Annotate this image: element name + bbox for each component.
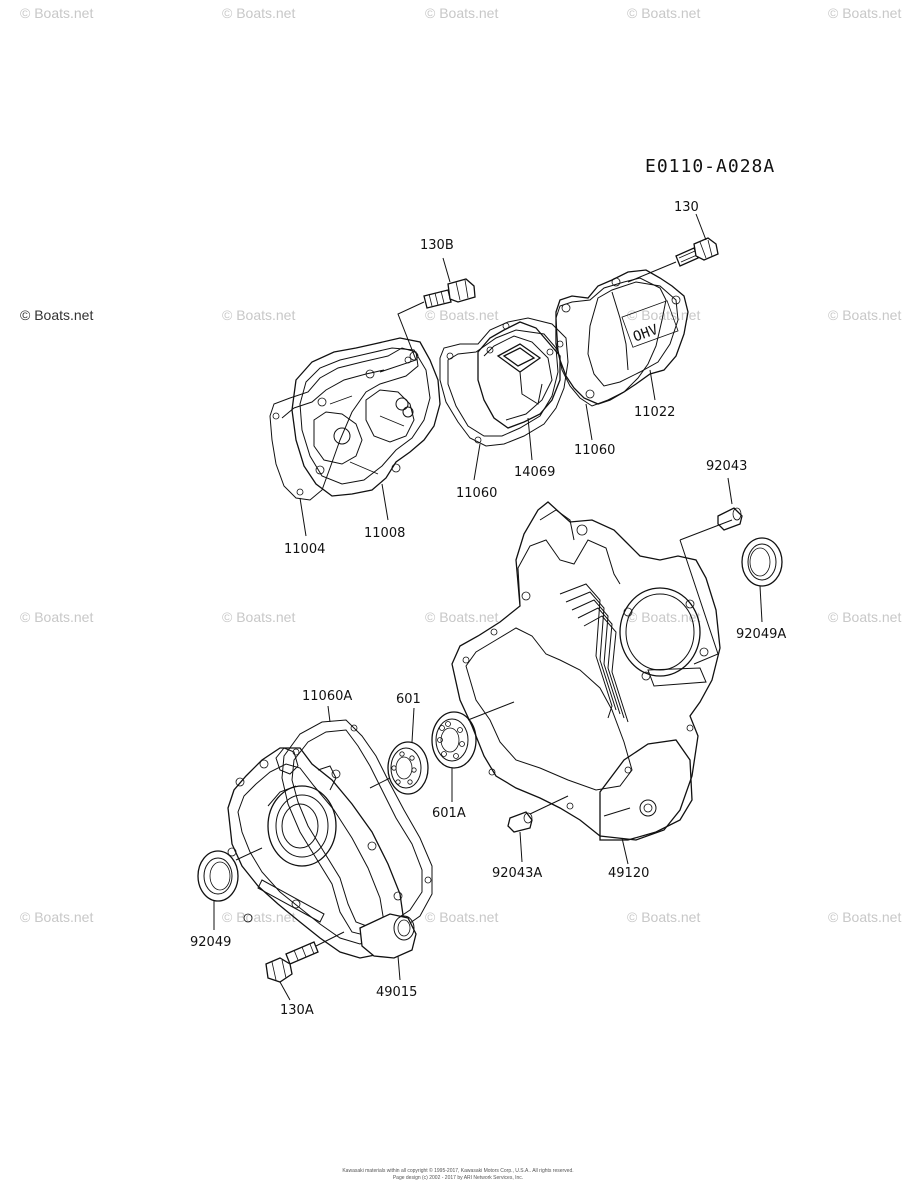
- watermark: © Boats.net: [222, 307, 295, 323]
- part-label-49015: 49015: [376, 985, 417, 1000]
- watermark: © Boats.net: [828, 5, 901, 21]
- part-label-601A: 601A: [432, 806, 466, 821]
- part-label-14069: 14069: [514, 465, 555, 480]
- crankcase-cover-49015[interactable]: [227, 747, 417, 981]
- bolt-130A[interactable]: [265, 931, 345, 1001]
- watermark: © Boats.net: [828, 307, 901, 323]
- watermark: © Boats.net: [222, 5, 295, 21]
- watermark: © Boats.net: [627, 5, 700, 21]
- part-label-130B: 130B: [420, 238, 454, 253]
- watermark: © Boats.net: [222, 909, 295, 925]
- part-label-92043A: 92043A: [492, 866, 542, 881]
- part-label-49120: 49120: [608, 866, 649, 881]
- oil-seal-92049A[interactable]: [741, 537, 783, 623]
- watermark: © Boats.net: [20, 5, 93, 21]
- watermark: © Boats.net: [222, 609, 295, 625]
- watermark: © Boats.net: [20, 909, 93, 925]
- watermark: © Boats.net: [20, 307, 93, 323]
- part-label-92049A: 92049A: [736, 627, 786, 642]
- rocker-cover-11022[interactable]: OHV: [555, 269, 689, 405]
- part-label-92043: 92043: [706, 459, 747, 474]
- dowel-pin-92043A[interactable]: [507, 795, 569, 863]
- part-label-11060-mid: 11060: [456, 486, 497, 501]
- gasket-11060-top[interactable]: [555, 277, 667, 441]
- watermark: © Boats.net: [828, 609, 901, 625]
- watermark: © Boats.net: [425, 909, 498, 925]
- diagram-code: E0110-A028A: [645, 156, 775, 177]
- watermark: © Boats.net: [627, 909, 700, 925]
- gasket-11004[interactable]: [269, 347, 419, 501]
- watermark: © Boats.net: [627, 307, 700, 323]
- breather-14069[interactable]: [477, 321, 561, 429]
- bolt-130[interactable]: [627, 213, 719, 283]
- part-label-601: 601: [396, 692, 421, 707]
- part-label-11022: 11022: [634, 405, 675, 420]
- watermark: © Boats.net: [20, 609, 93, 625]
- watermark-layer: © Boats.net © Boats.net © Boats.net © Bo…: [20, 5, 901, 925]
- copyright-line-1: Kawasaki materials within all copyright …: [342, 1167, 573, 1174]
- part-label-11060A: 11060A: [302, 689, 352, 704]
- watermark: © Boats.net: [425, 307, 498, 323]
- gasket-11060A[interactable]: [281, 719, 433, 939]
- part-label-11004: 11004: [284, 542, 325, 557]
- gasket-11060-mid[interactable]: [439, 317, 569, 447]
- part-label-11008: 11008: [364, 526, 405, 541]
- watermark: © Boats.net: [425, 5, 498, 21]
- bearing-601A[interactable]: [431, 701, 515, 802]
- bearing-601[interactable]: [369, 707, 429, 795]
- cylinder-head-11008[interactable]: [291, 337, 441, 497]
- part-label-130: 130: [674, 200, 699, 215]
- part-label-130A: 130A: [280, 1003, 314, 1018]
- crankcase-49120[interactable]: [451, 501, 721, 841]
- copyright-line-2: Page design (c) 2002 - 2017 by ARI Netwo…: [393, 1175, 523, 1181]
- watermark: © Boats.net: [425, 609, 498, 625]
- part-label-92049: 92049: [190, 935, 231, 950]
- bolt-130B[interactable]: [379, 257, 476, 373]
- part-label-11060-top: 11060: [574, 443, 615, 458]
- watermark: © Boats.net: [828, 909, 901, 925]
- watermark: © Boats.net: [627, 609, 700, 625]
- oil-seal-92049[interactable]: [197, 847, 263, 930]
- svg-text:OHV: OHV: [631, 322, 661, 346]
- dowel-pin-92043[interactable]: [717, 477, 743, 531]
